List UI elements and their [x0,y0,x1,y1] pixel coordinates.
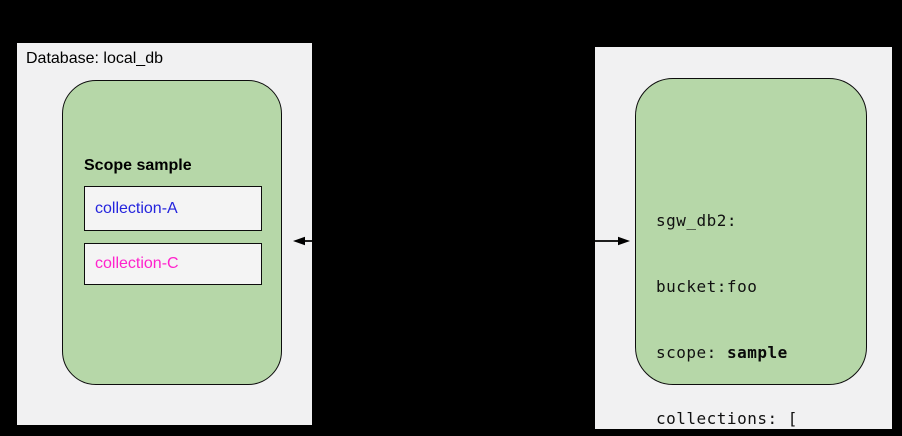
database-title: Database: local_db [26,50,163,67]
scope-container: Scope sample collection-A collection-C [62,80,282,385]
config-db-line: sgw_db2: [656,211,738,230]
config-scope-line: scope: sample [656,342,828,364]
scope-title: Scope sample [84,157,192,174]
sync-gateway-config-panel: sgw_db2: bucket:foo scope: sample collec… [595,47,892,429]
collection-a-box: collection-A [84,186,262,231]
config-scope-label: scope: [656,343,727,362]
config-container: sgw_db2: bucket:foo scope: sample collec… [635,78,867,428]
local-database-panel: Database: local_db Scope sample collecti… [17,43,312,425]
config-code-block: sgw_db2: bucket:foo scope: sample collec… [656,166,828,436]
config-bucket-line: bucket:foo [656,277,758,296]
collection-a-label: collection-A [95,199,178,217]
config-scope-value: sample [726,343,788,362]
collection-c-box: collection-C [84,243,262,285]
collection-c-label: collection-C [95,255,179,272]
config-collections-open: collections: [ [656,409,798,428]
